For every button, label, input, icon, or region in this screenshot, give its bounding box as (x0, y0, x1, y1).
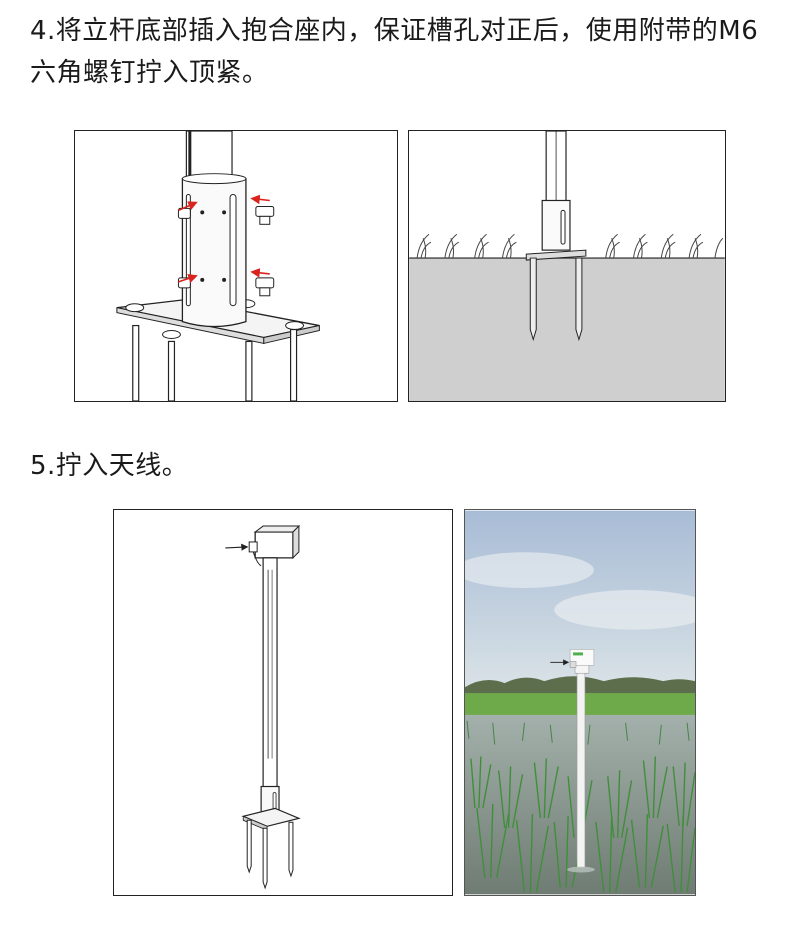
step5-instruction: 5.拧入天线。 (30, 451, 189, 481)
pole-base-closeup-illustration (74, 130, 398, 402)
pole-in-soil-illustration (408, 130, 726, 402)
grass-tuft-icon (416, 233, 724, 259)
step4-instruction: 4.将立杆底部插入抱合座内，保证槽孔对正后，使用附带的M6六角螺钉拧入顶紧。 (30, 16, 759, 88)
rice-field-photo (464, 509, 696, 896)
antenna-install-illustration (113, 509, 453, 896)
